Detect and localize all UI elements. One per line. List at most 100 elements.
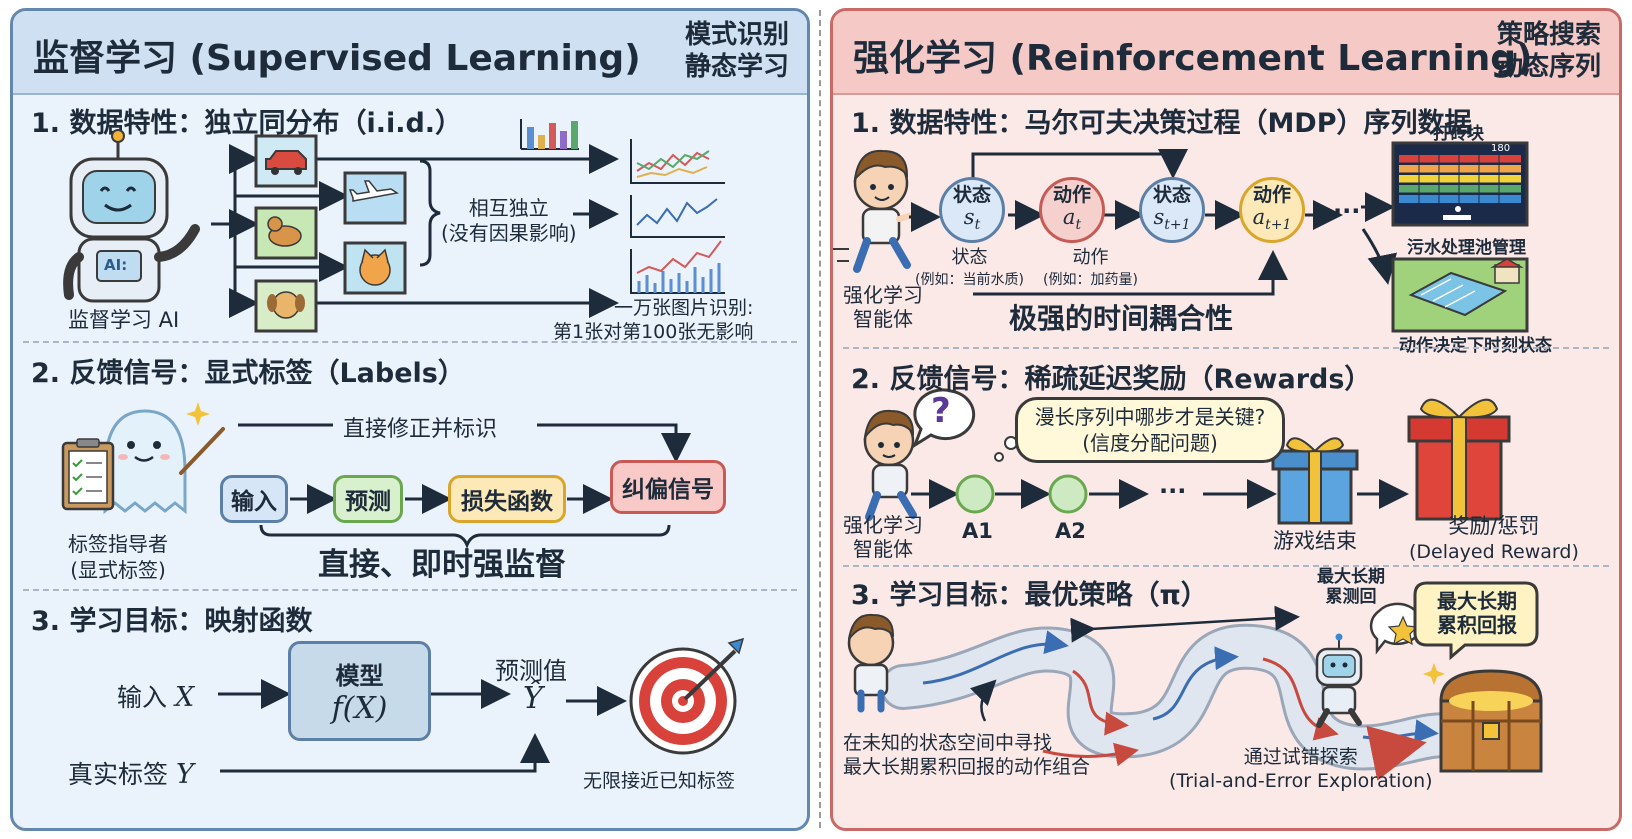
question-mark: ? xyxy=(931,391,951,431)
rl-agent2-line-2: 智能体 xyxy=(853,537,913,561)
header-note-line-1: 模式识别 xyxy=(684,20,789,50)
rl-sec2-title: 2. 反馈信号：稀疏延迟奖励（Rewards） xyxy=(851,364,1372,395)
trial-note-line-1: 通过试错探索 xyxy=(1243,746,1358,768)
model-box: 模型 f(X) xyxy=(288,641,431,741)
supervised-agent-label: 监督学习 AI xyxy=(68,308,180,332)
divider-1 xyxy=(23,341,797,343)
rl-title: 强化学习 (Reinforcement Learning) xyxy=(853,38,1533,79)
true-label: 真实标签 xyxy=(68,760,169,789)
action-caption-line-2: (例如：加药量) xyxy=(1043,272,1138,288)
treasure-chest-icon xyxy=(1423,663,1543,773)
small-return-label: 最大长期 累测回 xyxy=(1317,567,1385,607)
star-icon xyxy=(186,402,210,426)
node-state-t1-sub: t+1 xyxy=(1164,216,1191,233)
model-func: f(X) xyxy=(331,691,388,726)
big-return-label: 最大长期 累积回报 xyxy=(1437,589,1517,637)
independent-note: 相互独立 (没有因果影响) xyxy=(441,196,577,246)
gift-icon xyxy=(1271,437,1359,525)
action-caption-line-1: 动作 xyxy=(1072,247,1109,268)
model-title: 模型 xyxy=(335,662,384,690)
input-label: 输入 xyxy=(117,683,168,712)
rl-header: 强化学习 (Reinforcement Learning) 策略搜索 动态序列 xyxy=(833,11,1619,95)
independent-line-1: 相互独立 xyxy=(468,196,549,220)
robot-badge: AI: xyxy=(104,256,128,274)
robot-icon xyxy=(63,129,200,303)
step-circle-1 xyxy=(955,474,995,514)
mdp-ellipsis: ··· xyxy=(1333,197,1361,225)
rl-sec1-title: 1. 数据特性：马尔可夫决策过程（MDP）序列数据 xyxy=(851,108,1472,139)
label-guide: 标签指导者 (显式标签) xyxy=(68,531,168,583)
goal-label: 无限接近已知标签 xyxy=(583,770,736,792)
brace xyxy=(419,159,441,267)
search-note-line-1: 在未知的状态空间中寻找 xyxy=(843,732,1053,754)
state-caption: 状态 (例如：当前水质) xyxy=(915,247,1024,291)
brick-game-score: 180 xyxy=(1491,143,1511,154)
state-caption-line-2: (例如：当前水质) xyxy=(915,272,1024,288)
iid-example-note: 一万张图片识别: 第1张对第100张无影响 xyxy=(553,296,753,344)
supervised-panel: 监督学习 (Supervised Learning) 模式识别 静态学习 1. … xyxy=(10,8,810,831)
node-state-t-sym: s xyxy=(963,205,975,230)
rl-agent-line-2: 智能体 xyxy=(853,307,913,331)
node-state-t-label: 状态 xyxy=(952,184,991,207)
explore-arrow xyxy=(1070,605,1300,643)
big-gift-icon xyxy=(1407,398,1511,521)
game-end-label: 游戏结束 xyxy=(1273,529,1357,553)
water-plant-icon xyxy=(1391,257,1529,333)
rl-header-note: 策略搜索 动态序列 xyxy=(1497,19,1601,83)
label-guide-line-2: (显式标签) xyxy=(70,558,166,582)
bar-chart-icon xyxy=(520,119,579,150)
robot-icon-2 xyxy=(1315,633,1363,728)
node-state-t1-label: 状态 xyxy=(1152,184,1191,207)
node-action-t1-label: 动作 xyxy=(1252,184,1291,207)
rl-divider-1 xyxy=(843,347,1609,349)
reward-line-2: (Delayed Reward) xyxy=(1409,541,1579,563)
line-chart-icon xyxy=(630,139,725,294)
strong-supervision-label: 直接、即时强监督 xyxy=(318,547,566,583)
pred-label: 预测值 xyxy=(495,657,567,685)
node-action-t-label: 动作 xyxy=(1052,184,1091,207)
reward-line-1: 奖励/惩罚 xyxy=(1448,514,1540,538)
supervised-sec2-title: 2. 反馈信号：显式标签（Labels） xyxy=(31,358,465,389)
node-state-t-sub: t xyxy=(974,216,981,233)
supervised-header-note: 模式识别 静态学习 xyxy=(685,19,789,83)
node-action-t-sub: t xyxy=(1075,216,1082,233)
node-action-t-sym: a xyxy=(1062,205,1076,230)
supervised-title: 监督学习 (Supervised Learning) xyxy=(33,38,641,79)
road-icon xyxy=(880,623,1476,771)
rl-drawings xyxy=(833,141,1543,781)
node-action-t1-sym: a xyxy=(1252,205,1266,230)
label-guide-line-1: 标签指导者 xyxy=(68,532,168,556)
thought-line-1: 漫长序列中哪步才是关键? xyxy=(1034,405,1266,429)
rl-agent2-line-1: 强化学习 xyxy=(843,513,923,537)
sample-images xyxy=(254,134,407,333)
delayed-reward: 奖励/惩罚 (Delayed Reward) xyxy=(1409,513,1579,565)
trial-note-line-2: (Trial-and-Error Exploration) xyxy=(1169,770,1433,792)
input-var: X xyxy=(174,682,195,713)
step-a2: A2 xyxy=(1055,519,1086,543)
big-return-line-2: 累积回报 xyxy=(1437,613,1517,637)
pred-var: Ŷ xyxy=(523,681,543,716)
supervised-header: 监督学习 (Supervised Learning) 模式识别 静态学习 xyxy=(13,11,807,95)
independent-line-2: (没有因果影响) xyxy=(441,221,577,245)
flow-predict: 预测 xyxy=(333,475,403,523)
boy-icon-2 xyxy=(863,409,917,521)
supervised-sec3-title: 3. 学习目标：映射函数 xyxy=(31,606,313,637)
rl-agent-line-1: 强化学习 xyxy=(843,283,923,307)
direct-correction-label: 直接修正并标识 xyxy=(343,417,498,442)
ghost-icon xyxy=(103,409,225,515)
brick-game-label: 打砖块 xyxy=(1433,124,1484,144)
small-return-line-1: 最大长期 xyxy=(1317,567,1385,587)
flow-loss: 损失函数 xyxy=(448,475,566,523)
rl-note-line-2: 动态序列 xyxy=(1496,52,1601,82)
puppy-icon xyxy=(254,279,318,333)
flow-signal: 纠偏信号 xyxy=(610,460,726,514)
divider-2 xyxy=(23,589,797,591)
feedback-arrows xyxy=(238,423,691,550)
search-note: 在未知的状态空间中寻找 最大长期累积回报的动作组合 xyxy=(843,731,1090,779)
node-state-t1-sym: s xyxy=(1153,205,1165,230)
rl-divider-2 xyxy=(843,565,1609,567)
plant-label: 污水处理池管理 xyxy=(1407,238,1526,258)
big-return-line-1: 最大长期 xyxy=(1437,589,1517,613)
